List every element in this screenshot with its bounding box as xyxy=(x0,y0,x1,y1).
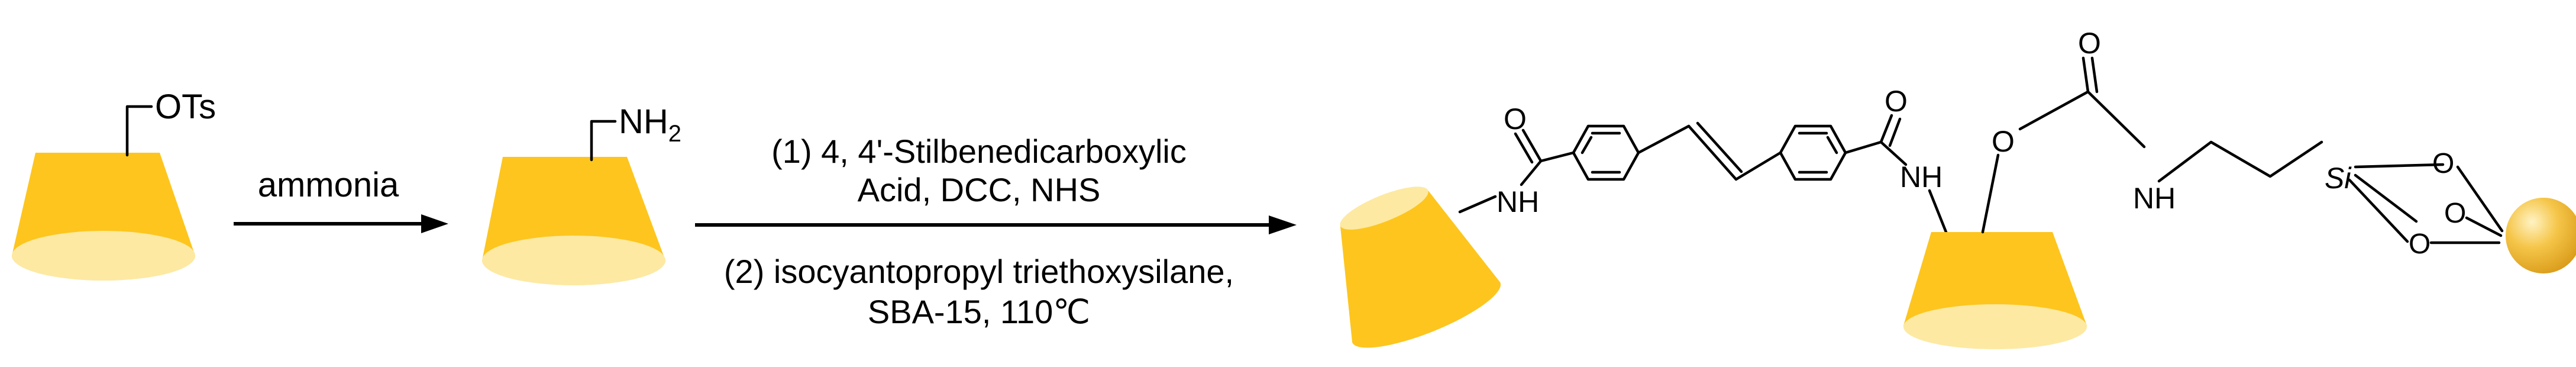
aromatic-bond xyxy=(1580,136,1593,154)
bond xyxy=(2348,178,2409,243)
arrow-head-icon xyxy=(421,214,448,233)
linker-bond xyxy=(590,120,617,162)
alkene-bond xyxy=(1696,121,1743,173)
bond xyxy=(1637,124,1691,154)
o-si-2-label: O xyxy=(2444,198,2466,229)
product-structure: NH O O NH O xyxy=(1340,27,2576,349)
cone-wide-rim xyxy=(482,236,665,285)
bond xyxy=(2465,216,2503,237)
nh-right-label: NH xyxy=(1900,160,1942,194)
arrow-head-icon xyxy=(1269,215,1297,234)
left-cyclodextrin xyxy=(1340,186,1501,348)
bond xyxy=(2354,173,2418,223)
linker-bond xyxy=(125,105,153,157)
aromatic-bond xyxy=(1826,136,1838,154)
carbonyl-bond xyxy=(2082,56,2090,94)
reaction-step-1: ammonia xyxy=(234,166,448,233)
right-cyclodextrin xyxy=(1903,232,2087,349)
nh-text: NH xyxy=(619,102,668,141)
o-carbonyl-label: O xyxy=(2078,27,2101,60)
bond xyxy=(1734,151,1782,181)
bond xyxy=(2018,90,2090,131)
condition-line-4: SBA-15, 110℃ xyxy=(868,293,1090,330)
bond xyxy=(2456,165,2504,233)
bond xyxy=(1981,153,2000,234)
cone-wide-rim xyxy=(1903,304,2087,349)
cyclodextrin-amine: NH2 xyxy=(482,102,681,285)
carbonyl-bond xyxy=(1521,128,1543,163)
o-right-label: O xyxy=(1885,85,1908,118)
o-si-1-label: O xyxy=(2432,148,2454,179)
o-ester-label: O xyxy=(1992,125,2015,158)
bond xyxy=(1879,140,1908,166)
nh-left-label: NH xyxy=(1497,185,1539,218)
bond xyxy=(1520,159,1543,186)
cone-wide-rim xyxy=(12,231,195,281)
condition-line-3: (2) isocyantopropyl triethoxysilane, xyxy=(724,253,1234,290)
o-left-label: O xyxy=(1504,102,1527,136)
cyclodextrin-cone-icon xyxy=(1340,190,1501,348)
bond xyxy=(1928,189,1948,234)
carbonyl-bond xyxy=(1879,114,1893,144)
si-label: Si xyxy=(2325,162,2352,195)
substituent-label: OTs xyxy=(155,88,216,126)
propyl-chain xyxy=(2157,140,2323,183)
bond xyxy=(1458,195,1497,214)
alkene-bond xyxy=(1687,124,1738,181)
bond xyxy=(1844,140,1883,154)
nh-carbamate-label: NH xyxy=(2133,182,2176,215)
o-si-3-label: O xyxy=(2409,228,2430,260)
reaction-step-2: (1) 4, 4'-Stilbenedicarboxylic Acid, DCC… xyxy=(695,133,1297,330)
reagent-label: ammonia xyxy=(258,166,399,204)
silica-bead-icon xyxy=(2506,198,2576,273)
condition-line-1: (1) 4, 4'-Stilbenedicarboxylic xyxy=(771,133,1187,170)
condition-line-2: Acid, DCC, NHS xyxy=(858,171,1101,208)
subscript-2: 2 xyxy=(668,121,681,147)
cyclodextrin-tosylate: OTs xyxy=(12,88,216,281)
bond xyxy=(1539,151,1575,163)
cone-narrow-rim xyxy=(1340,186,1428,230)
carbonyl-bond xyxy=(1514,132,1534,164)
substituent-label: NH2 xyxy=(619,102,681,147)
carbonyl-bond xyxy=(1888,117,1902,147)
carbonyl-bond xyxy=(2090,56,2099,94)
bond xyxy=(2354,163,2445,169)
bond xyxy=(2086,90,2146,149)
